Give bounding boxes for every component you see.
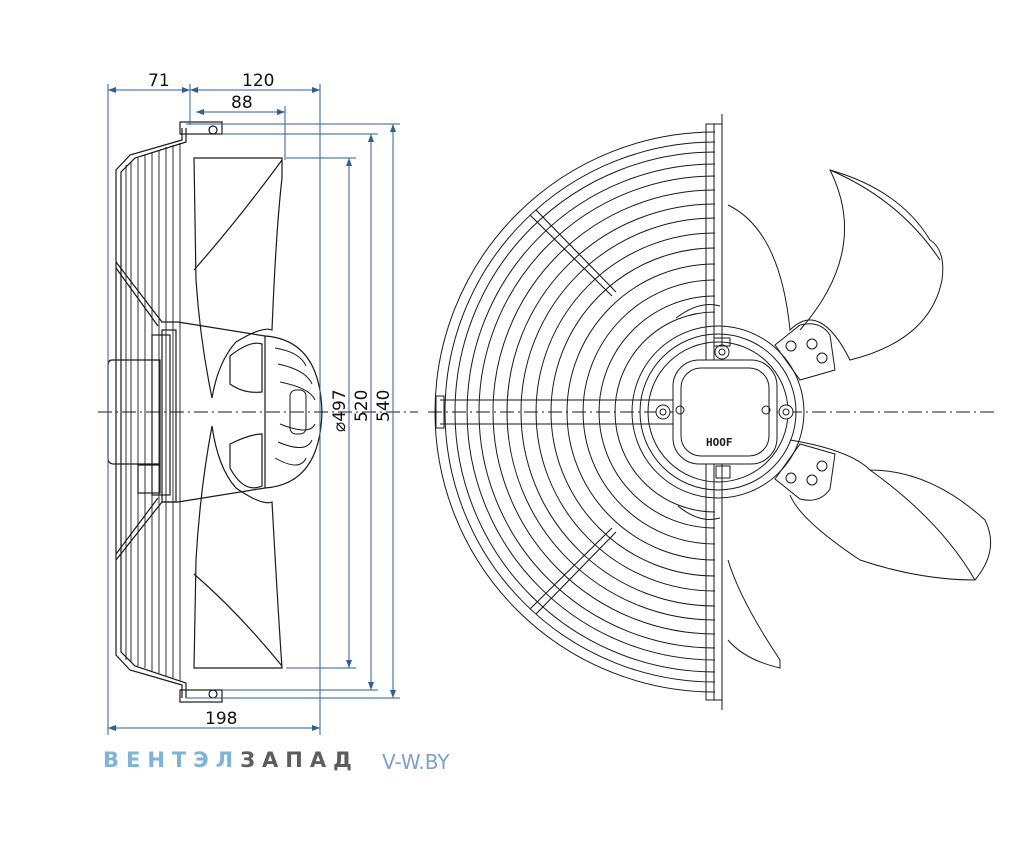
dimension-arrows xyxy=(108,87,396,731)
blade-bottom-right xyxy=(789,439,992,581)
guard-wires xyxy=(125,143,181,681)
front-view xyxy=(428,114,995,710)
blade-bottom xyxy=(727,559,781,669)
bottom-flange xyxy=(179,689,223,703)
brand-part-1: ВЕНТЭЛ xyxy=(103,748,241,772)
dim-198: 198 xyxy=(205,709,237,729)
motor-ring-outer xyxy=(631,325,805,499)
lug-bottom xyxy=(774,443,836,501)
dim-71: 71 xyxy=(148,71,170,91)
bolt-right xyxy=(778,404,794,420)
guard-rings xyxy=(434,131,716,693)
dimensions xyxy=(107,84,400,735)
blade-lower xyxy=(193,425,283,669)
lug-top xyxy=(774,323,836,381)
rotor-hub xyxy=(264,335,323,489)
guard-frame xyxy=(115,128,183,698)
top-flange xyxy=(179,121,223,135)
dim-120: 120 xyxy=(242,71,274,91)
dim-540: 540 xyxy=(374,390,394,422)
brand-site: V-W.BY xyxy=(382,750,450,774)
screw-right xyxy=(761,405,771,415)
dim-520: 520 xyxy=(352,390,372,422)
dim-88: 88 xyxy=(231,93,253,113)
bolt-left xyxy=(655,404,671,420)
guard-spokes xyxy=(440,209,715,615)
guard-clip xyxy=(435,395,445,429)
bolt-top xyxy=(714,344,730,360)
dim-497: ⌀497 xyxy=(330,389,350,432)
brand-part-2: ЗАПАД xyxy=(240,748,359,772)
side-view xyxy=(98,121,418,703)
brand-logo: ВЕНТЭЛЗАПАД xyxy=(103,748,359,772)
blade-upper xyxy=(193,157,283,399)
blade-top xyxy=(727,169,944,361)
screw-left xyxy=(675,405,685,415)
motor-label: HOOF xyxy=(706,436,733,449)
motor-terminal-box xyxy=(672,359,778,465)
